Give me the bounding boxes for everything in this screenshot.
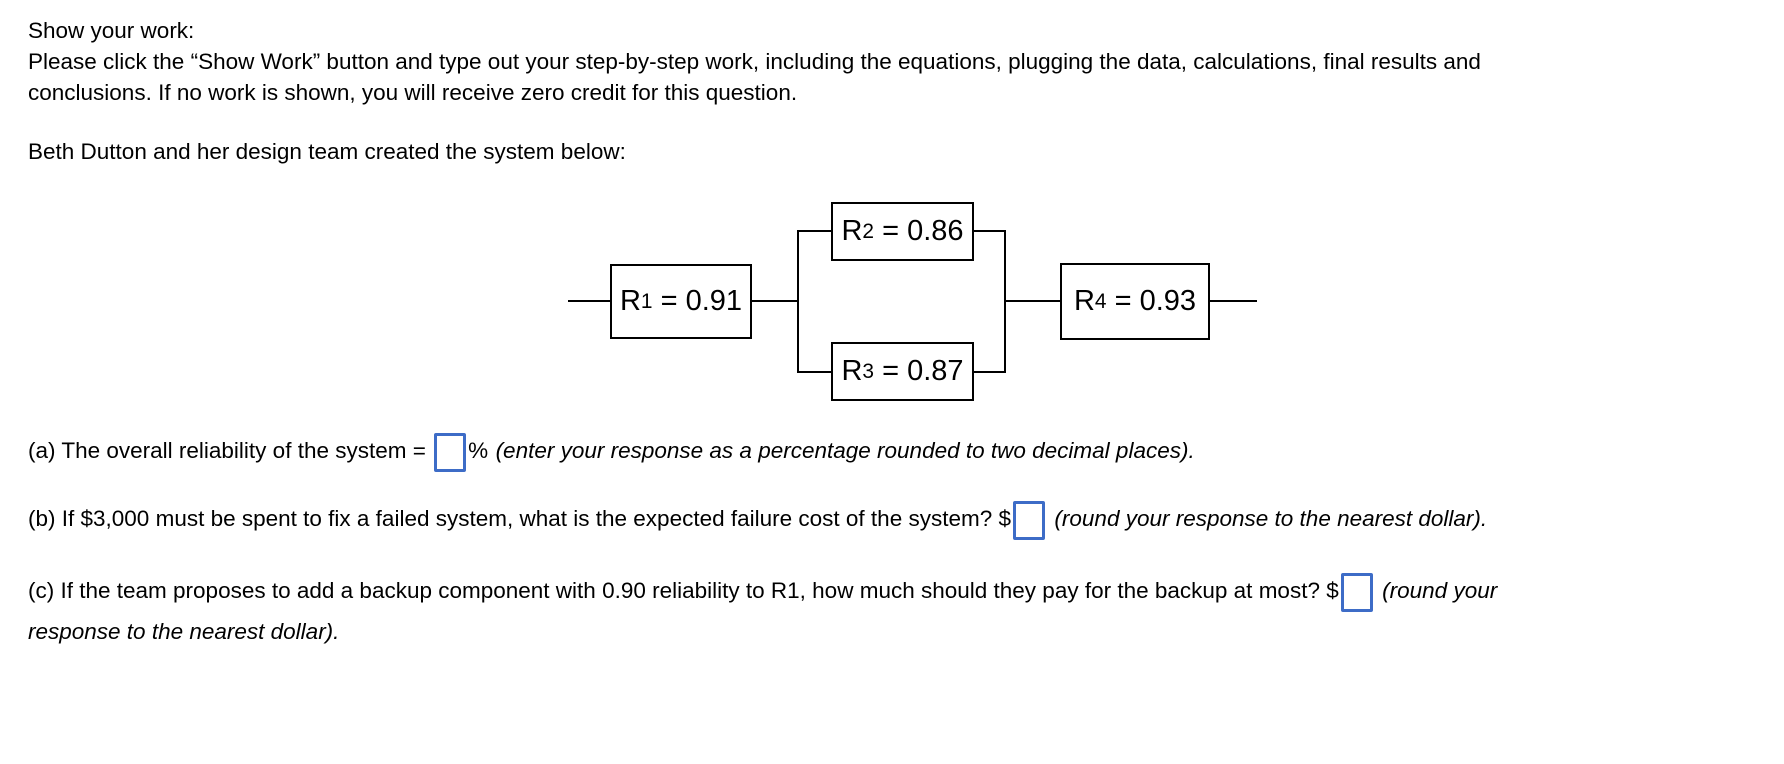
r3-label-value: = 0.87 [874,355,964,387]
question-c-note-line1: (round your [1382,578,1498,603]
wire-parallel-right-vertical [1004,230,1006,373]
question-c: (c) If the team proposes to add a backup… [28,571,1770,652]
instruction-line-1: Show your work: [28,18,195,43]
answer-input-a[interactable] [434,432,467,472]
instruction-line-3: conclusions. If no work is shown, you wi… [28,80,798,105]
wire-output-stub [1210,300,1257,302]
instruction-line-2: Please click the “Show Work” button and … [28,49,1481,74]
answer-input-b[interactable] [1013,500,1045,540]
wire-join-to-r4 [1006,300,1060,302]
question-b-note: (round your response to the nearest doll… [1054,506,1488,531]
r2-label-base: R [841,215,863,247]
r1-label-value: = 0.91 [652,285,743,317]
wire-bottom-branch-left [799,371,831,373]
question-a-percent-sign: % [468,438,489,463]
question-a-text: (a) The overall reliability of the syste… [28,438,433,463]
wire-input-stub [568,300,610,302]
r1-label-base: R [619,285,641,317]
problem-intro: Beth Dutton and her design team created … [28,139,626,164]
question-b: (b) If $3,000 must be spent to fix a fai… [28,499,1487,540]
r4-label-base: R [1073,285,1095,317]
answer-input-c[interactable] [1340,572,1373,612]
wire-parallel-left-vertical [797,230,799,373]
wire-top-branch-right [974,230,1006,232]
r2-label-value: = 0.86 [874,215,964,247]
question-b-text: (b) If $3,000 must be spent to fix a fai… [28,506,1011,531]
r4-label-value: = 0.93 [1106,285,1197,317]
question-a-note: (enter your response as a percentage rou… [495,438,1195,463]
wire-r1-to-parallel-split [752,300,797,302]
question-a: (a) The overall reliability of the syste… [28,431,1195,472]
r3-label-base: R [841,355,863,387]
wire-bottom-branch-right [974,371,1006,373]
question-c-text: (c) If the team proposes to add a backup… [28,578,1339,603]
wire-top-branch-left [799,230,831,232]
show-work-instructions: Show your work: Please click the “Show W… [28,15,1481,108]
question-c-note-line2: response to the nearest dollar). [28,618,340,644]
